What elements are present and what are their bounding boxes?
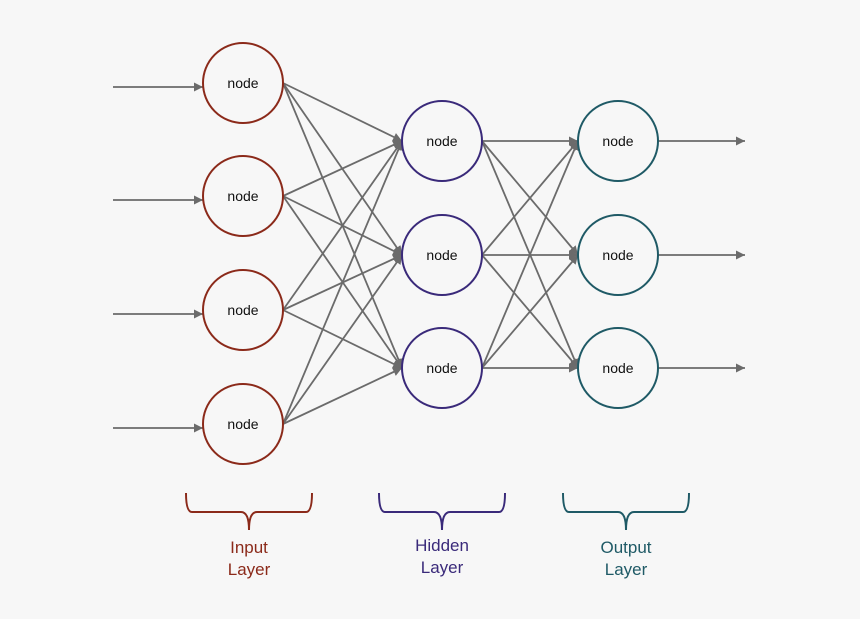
output-node-circle — [577, 327, 659, 409]
edge-input-1-to-hidden-1 — [282, 82, 403, 142]
input-node-circle — [202, 269, 284, 351]
input-node-4: node — [202, 383, 284, 465]
output-layer-brace — [562, 492, 690, 531]
input-node-3: node — [202, 269, 284, 351]
input-node-circle — [202, 383, 284, 465]
output-node-circle — [577, 100, 659, 182]
output-node-3: node — [577, 327, 659, 409]
edges-group — [113, 82, 745, 433]
output-node-1: node — [577, 100, 659, 182]
input-node-circle — [202, 42, 284, 124]
node-label: node — [227, 75, 258, 91]
input-node-2: node — [202, 155, 284, 237]
node-label: node — [227, 416, 258, 432]
output-node-circle — [577, 214, 659, 296]
edge-input-2-to-hidden-1 — [282, 140, 403, 197]
node-label: node — [227, 302, 258, 318]
edge-input-4-to-hidden-2 — [282, 254, 403, 425]
hidden-node-2: node — [401, 214, 483, 296]
hidden-layer-title-line1: Hidden — [415, 536, 469, 555]
hidden-layer-brace — [378, 492, 506, 531]
output-layer-title-line1: Output — [600, 538, 651, 557]
input-node-circle — [202, 155, 284, 237]
edge-input-4-to-hidden-1 — [282, 140, 403, 425]
hidden-node-1: node — [401, 100, 483, 182]
node-label: node — [426, 360, 457, 376]
edge-input-4-to-hidden-3 — [282, 367, 403, 425]
output-node-2: node — [577, 214, 659, 296]
output-layer-title-line2: Layer — [605, 560, 648, 579]
nodes-group: node node node node node node node node node node — [202, 42, 659, 465]
edge-hidden-3-to-output-1 — [481, 140, 579, 369]
node-label: node — [426, 133, 457, 149]
node-label: node — [602, 360, 633, 376]
node-label: node — [426, 247, 457, 263]
node-label: node — [602, 247, 633, 263]
input-node-1: node — [202, 42, 284, 124]
hidden-node-circle — [401, 100, 483, 182]
hidden-node-circle — [401, 327, 483, 409]
edge-hidden-2-to-output-1 — [481, 140, 579, 256]
input-layer-title-line1: Input — [230, 538, 268, 557]
node-label: node — [227, 188, 258, 204]
edge-input-3-to-hidden-1 — [282, 140, 403, 311]
input-layer-brace — [185, 492, 313, 531]
edge-hidden-3-to-output-2 — [481, 254, 579, 369]
input-layer-title-line2: Layer — [228, 560, 271, 579]
hidden-node-3: node — [401, 327, 483, 409]
hidden-layer-title-line2: Layer — [421, 558, 464, 577]
hidden-node-circle — [401, 214, 483, 296]
node-label: node — [602, 133, 633, 149]
